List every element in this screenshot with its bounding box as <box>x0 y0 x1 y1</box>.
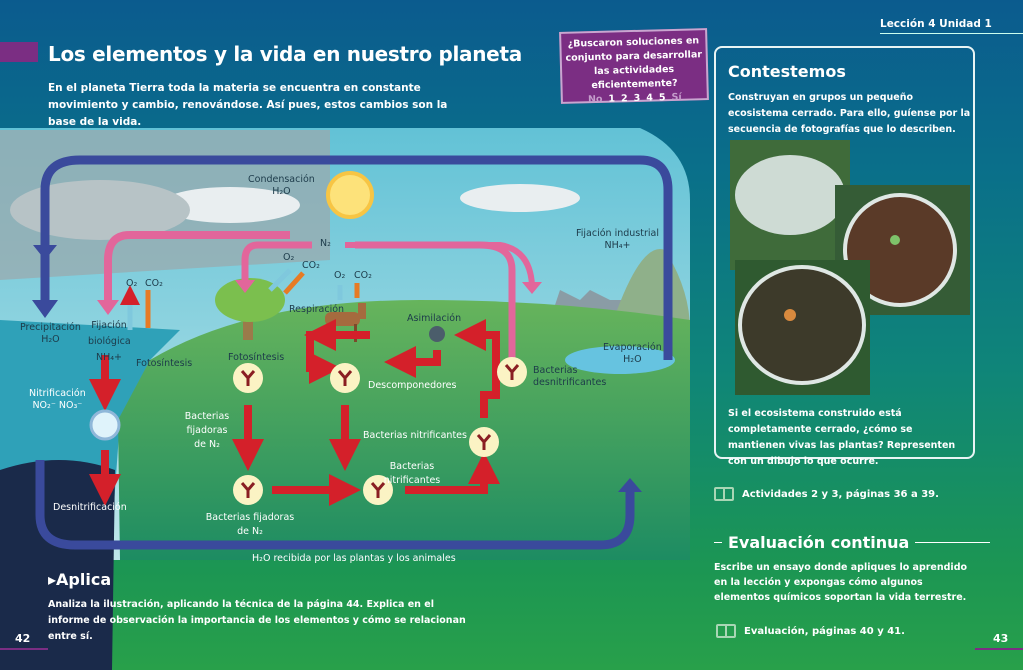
evaluacion-heading: Evaluación continua <box>714 533 991 552</box>
label-o2: O₂ <box>283 252 295 263</box>
label-descomponedores: Descomponedores <box>368 380 457 391</box>
aplica-text: Analiza la ilustración, aplicando la téc… <box>48 599 466 642</box>
n2-fixation-arrow <box>104 231 290 300</box>
label-co2: CO₂ <box>354 270 372 281</box>
deep-sea <box>0 460 115 670</box>
label-co2: CO₂ <box>145 278 163 289</box>
play-triangle-icon: ▸ <box>48 570 57 589</box>
tree <box>215 278 285 340</box>
scale-no[interactable]: No <box>587 93 603 106</box>
label-co2: CO₂ <box>302 260 320 271</box>
poll-question: ¿Buscaron soluciones en conjunto para de… <box>565 35 703 92</box>
page-number-underline <box>0 648 48 650</box>
evaluacion-text: Escribe un ensayo donde apliques lo apre… <box>714 562 968 603</box>
aplica-heading: ▸Aplica <box>48 570 112 589</box>
page-title: Los elementos y la vida en nuestro plane… <box>48 42 522 66</box>
lake <box>565 346 675 374</box>
scale-1[interactable]: 1 <box>608 93 616 105</box>
empty-container-photo <box>735 155 845 235</box>
activities-reference: Actividades 2 y 3, páginas 36 a 39. <box>714 487 939 501</box>
label-fotosintesis-sea: Fotosíntesis <box>136 358 193 369</box>
water-cycle-arrow-top <box>40 155 673 360</box>
scale-2[interactable]: 2 <box>620 93 628 105</box>
label-fotosintesis-land: Fotosíntesis <box>228 352 285 363</box>
bacteria-icon <box>469 427 499 457</box>
label-o2: O₂ <box>334 270 346 281</box>
bacteria-icon <box>233 363 263 393</box>
page-number-left: 42 <box>15 632 31 645</box>
scale-4[interactable]: 4 <box>646 92 654 104</box>
label-asimilacion: Asimilación <box>407 313 462 324</box>
page-number-underline <box>975 648 1023 650</box>
plant-container-photo <box>738 265 866 385</box>
bacteria-icon <box>330 363 360 393</box>
pink-arrowhead <box>235 280 255 293</box>
contestemos-question: Si el ecosistema construido está complet… <box>728 408 956 467</box>
contestemos-card: Contestemos Construyan en grupos un pequ… <box>714 46 975 467</box>
label-bacterias-fijadoras-1: Bacterias fijadoras de N₂ <box>184 411 230 450</box>
pink-arrowhead <box>522 282 542 294</box>
clouds <box>10 180 580 240</box>
label-bacterias-nitrificantes-1: Bacterias nitrificantes <box>363 430 467 441</box>
intro-text: En el planeta Tierra toda la materia se … <box>48 82 448 128</box>
water-bubble-icon <box>89 409 121 441</box>
label-desnitrificacion: Desnitrificación <box>53 502 127 513</box>
precipitation-arrowhead-2 <box>32 300 58 318</box>
n2-tree-arrow <box>241 241 312 280</box>
precipitation-arrowhead <box>33 245 57 260</box>
bacteria-icon <box>363 475 393 505</box>
pink-arrowhead <box>97 300 119 315</box>
gas-exchange-arrows <box>120 268 360 330</box>
industrial-fixation-arrow <box>345 242 535 286</box>
label-o2: O₂ <box>126 278 138 289</box>
label-respiracion: Respiración <box>289 304 345 315</box>
lesson-unit-header: Lección 4 Unidad 1 <box>880 18 1023 34</box>
water-up-arrowhead <box>618 478 642 492</box>
label-bacterias-fijadoras-2: Bacterias fijadoras de N₂ <box>205 512 295 537</box>
book-icon <box>716 624 736 638</box>
label-h2o-recibida: H₂O recibida por las plantas y los anima… <box>252 553 456 564</box>
page-number-right: 43 <box>993 632 1009 645</box>
water-cycle-arrow-bottom <box>35 460 635 550</box>
sun <box>326 171 374 219</box>
title-accent-bar <box>0 42 38 62</box>
bacteria-icon <box>497 357 527 387</box>
evaluacion-reference: Evaluación, páginas 40 y 41. <box>716 624 905 638</box>
label-bacterias-nitrificantes-2: Bacterias nitrificantes <box>383 461 441 486</box>
label-n2: N₂ <box>320 238 331 249</box>
contestemos-heading: Contestemos <box>728 62 846 81</box>
scale-si[interactable]: Sí <box>671 91 682 104</box>
contestemos-instructions: Construyan en grupos un pequeño ecosiste… <box>728 92 971 135</box>
dust-particle <box>429 326 445 342</box>
scale-3[interactable]: 3 <box>633 92 641 105</box>
soil-container-photo <box>843 193 957 307</box>
book-icon <box>714 487 734 501</box>
scale-5[interactable]: 5 <box>658 92 666 104</box>
self-assessment-poll: ¿Buscaron soluciones en conjunto para de… <box>559 28 709 106</box>
label-bacterias-desnitrificantes: Bacterias desnitrificantes <box>533 365 607 388</box>
ecosystem-photos <box>730 140 970 395</box>
bacteria-icon <box>233 475 263 505</box>
nitrogen-flow-arrows <box>89 319 500 506</box>
